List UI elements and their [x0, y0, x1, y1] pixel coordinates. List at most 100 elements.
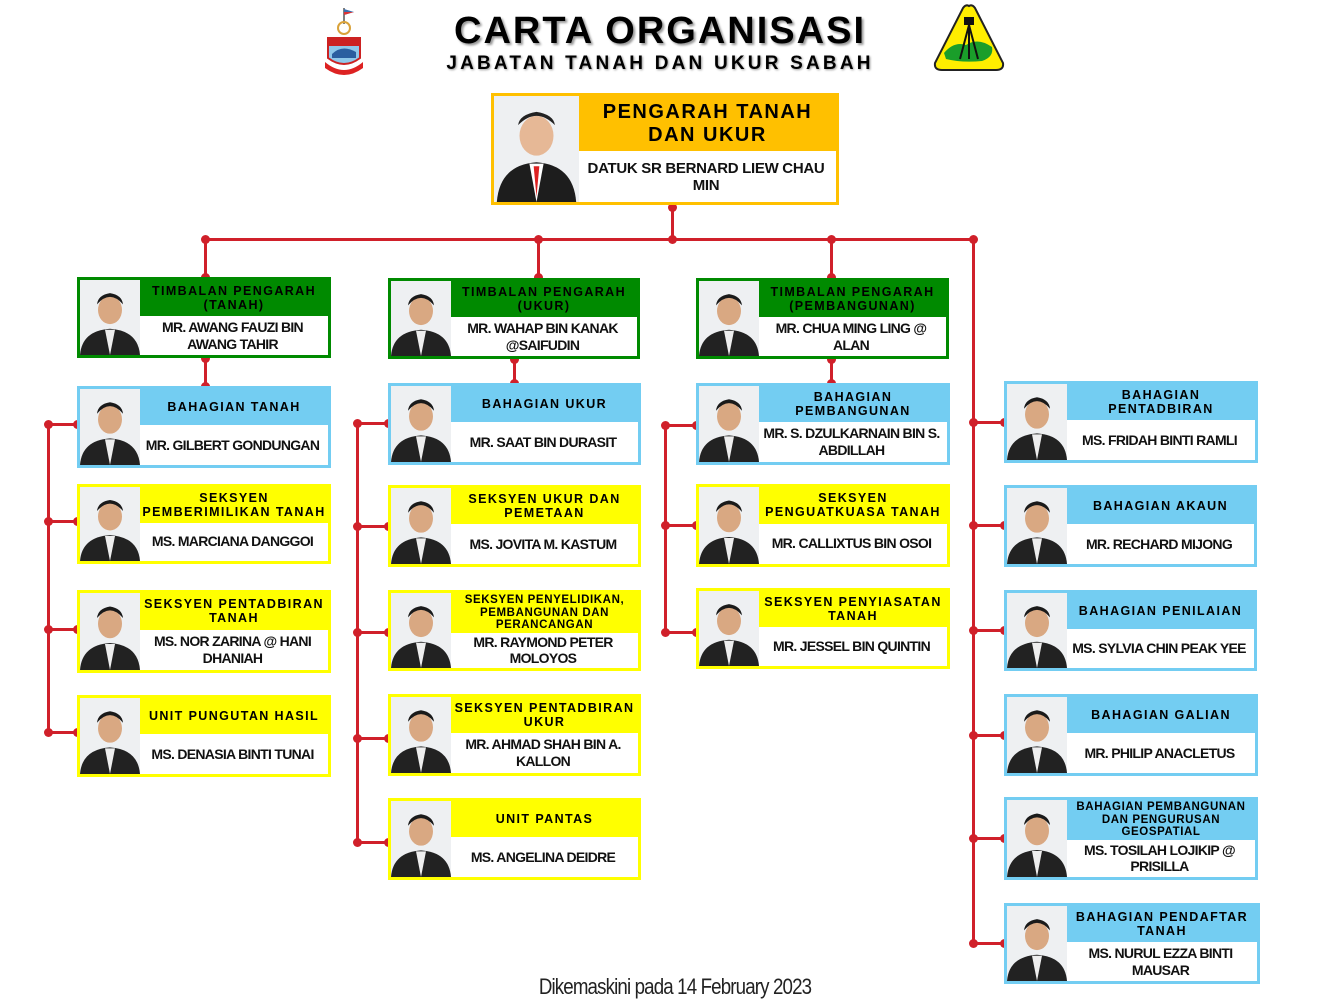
- connector-line: [830, 238, 833, 279]
- connector-dot: [826, 234, 836, 244]
- box-text-area: SEKSYEN PENTADBIRAN UKUR MR. AHMAD SHAH …: [451, 697, 638, 773]
- connector-line: [972, 421, 1006, 424]
- org-box-section: SEKSYEN PENYELIDIKAN, PEMBANGUNAN DAN PE…: [388, 590, 641, 671]
- box-name: MR. CALLIXTUS BIN OSOI: [759, 523, 944, 564]
- person-photo-icon: [1007, 501, 1067, 564]
- person-photo-icon: [1007, 710, 1067, 773]
- staff-photo: [699, 281, 759, 356]
- box-title: SEKSYEN PENYELIDIKAN, PEMBANGUNAN DAN PE…: [451, 593, 638, 633]
- person-photo-icon: [699, 604, 759, 666]
- connector-dot: [43, 624, 53, 634]
- connector-line: [972, 524, 1006, 527]
- connector-line: [47, 423, 79, 426]
- box-title: UNIT PANTAS: [451, 801, 638, 838]
- box-text-area: BAHAGIAN GALIAN MR. PHILIP ANACLETUS: [1067, 697, 1255, 773]
- person-photo-icon: [391, 814, 451, 877]
- org-box-section: SEKSYEN PENGUATKUASA TANAH MR. CALLIXTUS…: [696, 484, 950, 567]
- connector-dot: [968, 938, 978, 948]
- box-text-area: SEKSYEN UKUR DAN PEMETAAN MS. JOVITA M. …: [451, 488, 638, 564]
- connector-dot: [352, 521, 362, 531]
- box-text-area: BAHAGIAN PENTADBIRAN MS. FRIDAH BINTI RA…: [1067, 384, 1255, 460]
- org-box-division: BAHAGIAN AKAUN MR. RECHARD MIJONG: [1004, 485, 1257, 567]
- connector-line: [664, 524, 698, 527]
- jtu-logo: [933, 4, 1005, 71]
- person-photo-icon: [1007, 606, 1067, 668]
- box-text-area: SEKSYEN PENYIASATAN TANAH MR. JESSEL BIN…: [759, 591, 947, 666]
- box-text-area: BAHAGIAN PENDAFTAR TANAH MS. NURUL EZZA …: [1067, 906, 1257, 981]
- org-box-division: BAHAGIAN GALIAN MR. PHILIP ANACLETUS: [1004, 694, 1258, 776]
- connector-dot: [826, 272, 836, 282]
- connector-dot: [968, 520, 978, 530]
- org-box-division: BAHAGIAN PENILAIAN MS. SYLVIA CHIN PEAK …: [1004, 590, 1257, 671]
- connector-dot: [352, 733, 362, 743]
- page-title: CARTA ORGANISASI: [454, 10, 866, 52]
- staff-photo: [80, 487, 140, 561]
- director-box: PENGARAH TANAH DAN UKUR DATUK SR BERNARD…: [491, 93, 839, 205]
- person-photo-icon: [80, 711, 140, 774]
- box-name: MR. JESSEL BIN QUINTIN: [759, 627, 944, 666]
- box-name: MR. SAAT BIN DURASIT: [451, 422, 635, 462]
- connector-dot: [968, 417, 978, 427]
- person-photo-icon: [496, 111, 577, 202]
- sabah-crest-logo: [325, 8, 363, 75]
- org-box-division: BAHAGIAN PENTADBIRAN MS. FRIDAH BINTI RA…: [1004, 381, 1258, 463]
- box-title: BAHAGIAN UKUR: [451, 386, 638, 423]
- box-text-area: BAHAGIAN PENILAIAN MS. SYLVIA CHIN PEAK …: [1067, 593, 1254, 668]
- connector-line: [356, 631, 390, 634]
- box-name: MR. S. DZULKARNAIN BIN S. ABDILLAH: [759, 422, 944, 462]
- connector-dot: [968, 833, 978, 843]
- person-photo-icon: [80, 606, 140, 670]
- org-box-deputy: TIMBALAN PENGARAH (PEMBANGUNAN) MR. CHUA…: [696, 278, 949, 359]
- connector-line: [356, 841, 390, 844]
- box-name: MS. TOSILAH LOJIKIP @ PRISILLA: [1067, 839, 1252, 877]
- box-name: MS. MARCIANA DANGGOI: [140, 522, 325, 561]
- org-box-section: UNIT PANTAS MS. ANGELINA DEIDRE: [388, 798, 641, 880]
- org-box-section: SEKSYEN PEMBERIMILIKAN TANAH MS. MARCIAN…: [77, 484, 331, 564]
- person-photo-icon: [1007, 813, 1067, 877]
- box-text-area: BAHAGIAN TANAH MR. GILBERT GONDUNGAN: [140, 389, 328, 465]
- org-box-deputy: TIMBALAN PENGARAH (TANAH) MR. AWANG FAUZ…: [77, 277, 331, 358]
- box-title: BAHAGIAN GALIAN: [1067, 697, 1255, 734]
- connector-dot: [660, 627, 670, 637]
- box-name: MR. RAYMOND PETER MOLOYOS: [451, 632, 635, 668]
- box-text-area: TIMBALAN PENGARAH (PEMBANGUNAN) MR. CHUA…: [759, 281, 946, 356]
- box-text-area: SEKSYEN PENYELIDIKAN, PEMBANGUNAN DAN PE…: [451, 593, 638, 668]
- box-title: SEKSYEN UKUR DAN PEMETAAN: [451, 488, 638, 525]
- connector-line: [356, 422, 390, 425]
- staff-photo: [80, 280, 140, 355]
- connector-line: [664, 424, 698, 427]
- connector-line: [204, 238, 975, 241]
- staff-photo: [1007, 800, 1067, 877]
- box-text-area: BAHAGIAN PEMBANGUNAN DAN PENGURUSAN GEOS…: [1067, 800, 1255, 877]
- connector-dot: [43, 727, 53, 737]
- staff-photo: [1007, 697, 1067, 773]
- org-box-division: BAHAGIAN PENDAFTAR TANAH MS. NURUL EZZA …: [1004, 903, 1260, 984]
- person-photo-icon: [391, 606, 451, 668]
- box-title: SEKSYEN PENTADBIRAN UKUR: [451, 697, 638, 734]
- connector-dot: [200, 234, 210, 244]
- box-title: SEKSYEN PENTADBIRAN TANAH: [140, 593, 328, 630]
- connector-dot: [667, 202, 677, 212]
- connector-dot: [660, 420, 670, 430]
- updated-date: Dikemaskini pada 14 February 2023: [538, 974, 812, 999]
- person-photo-icon: [391, 294, 451, 356]
- box-title: TIMBALAN PENGARAH (TANAH): [140, 280, 328, 316]
- connector-line: [47, 628, 79, 631]
- org-box-section: UNIT PUNGUTAN HASIL MS. DENASIA BINTI TU…: [77, 695, 331, 777]
- connector-line: [972, 942, 1006, 945]
- box-name: MS. NURUL EZZA BINTI MAUSAR: [1067, 942, 1254, 981]
- person-photo-icon: [699, 500, 759, 564]
- box-title: BAHAGIAN TANAH: [140, 389, 328, 426]
- connector-line: [671, 204, 674, 241]
- person-photo-icon: [699, 399, 759, 462]
- connector-line: [830, 358, 833, 385]
- connector-line: [356, 525, 390, 528]
- director-name: DATUK SR BERNARD LIEW CHAU MIN: [579, 151, 833, 202]
- box-name: MS. SYLVIA CHIN PEAK YEE: [1067, 629, 1251, 668]
- connector-dot: [660, 520, 670, 530]
- box-name: MS. DENASIA BINTI TUNAI: [140, 734, 325, 774]
- staff-photo: [391, 801, 451, 877]
- connector-line: [204, 357, 207, 388]
- staff-photo: [699, 591, 759, 666]
- org-box-deputy: TIMBALAN PENGARAH (UKUR) MR. WAHAP BIN K…: [388, 278, 640, 359]
